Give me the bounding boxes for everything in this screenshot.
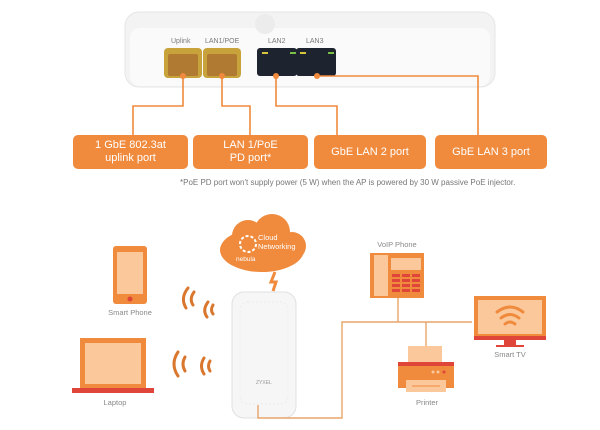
smart-tv-icon xyxy=(474,296,546,347)
power-bolt-icon xyxy=(268,271,279,292)
ap-brand-logo: ZYXEL xyxy=(256,380,272,386)
label-printer: Printer xyxy=(415,398,439,407)
cloud-title-line2: Networking xyxy=(258,242,296,251)
wired-connection-lines xyxy=(257,298,472,419)
nebula-cloud-icon xyxy=(220,214,306,292)
wifi-waves-laptop-icon xyxy=(172,350,212,378)
access-point-device xyxy=(231,291,297,419)
lan2-port xyxy=(257,48,297,76)
printer-icon xyxy=(398,346,454,392)
cloud-title-line1: Cloud xyxy=(258,233,278,242)
port-connector-lines xyxy=(132,75,479,135)
port-label-lan2: LAN2 xyxy=(268,38,286,45)
label-voip-phone: VoIP Phone xyxy=(377,240,417,249)
label-laptop: Laptop xyxy=(103,398,127,407)
smart-phone-icon xyxy=(113,246,147,304)
device-back-view xyxy=(124,11,496,88)
lan3-port xyxy=(296,48,336,76)
wifi-waves-phone-icon xyxy=(181,286,215,319)
callout-lan3-port: GbE LAN 3 port xyxy=(435,135,547,169)
callout-lan1-poe-port: LAN 1/PoE PD port* xyxy=(193,135,308,169)
laptop-icon xyxy=(72,338,154,393)
callout-uplink-port: 1 GbE 802.3at uplink port xyxy=(73,135,188,169)
voip-phone-icon xyxy=(370,253,424,298)
nebula-brand: nebula xyxy=(236,256,256,263)
port-label-lan3: LAN3 xyxy=(306,38,324,45)
label-smart-phone: Smart Phone xyxy=(108,308,152,317)
label-smart-tv: Smart TV xyxy=(494,350,526,359)
port-label-uplink: Uplink xyxy=(171,38,191,45)
callout-lan2-port: GbE LAN 2 port xyxy=(314,135,426,169)
port-label-lan1-poe: LAN1/POE xyxy=(205,38,240,45)
footnote: *PoE PD port won't supply power (5 W) wh… xyxy=(180,178,516,187)
